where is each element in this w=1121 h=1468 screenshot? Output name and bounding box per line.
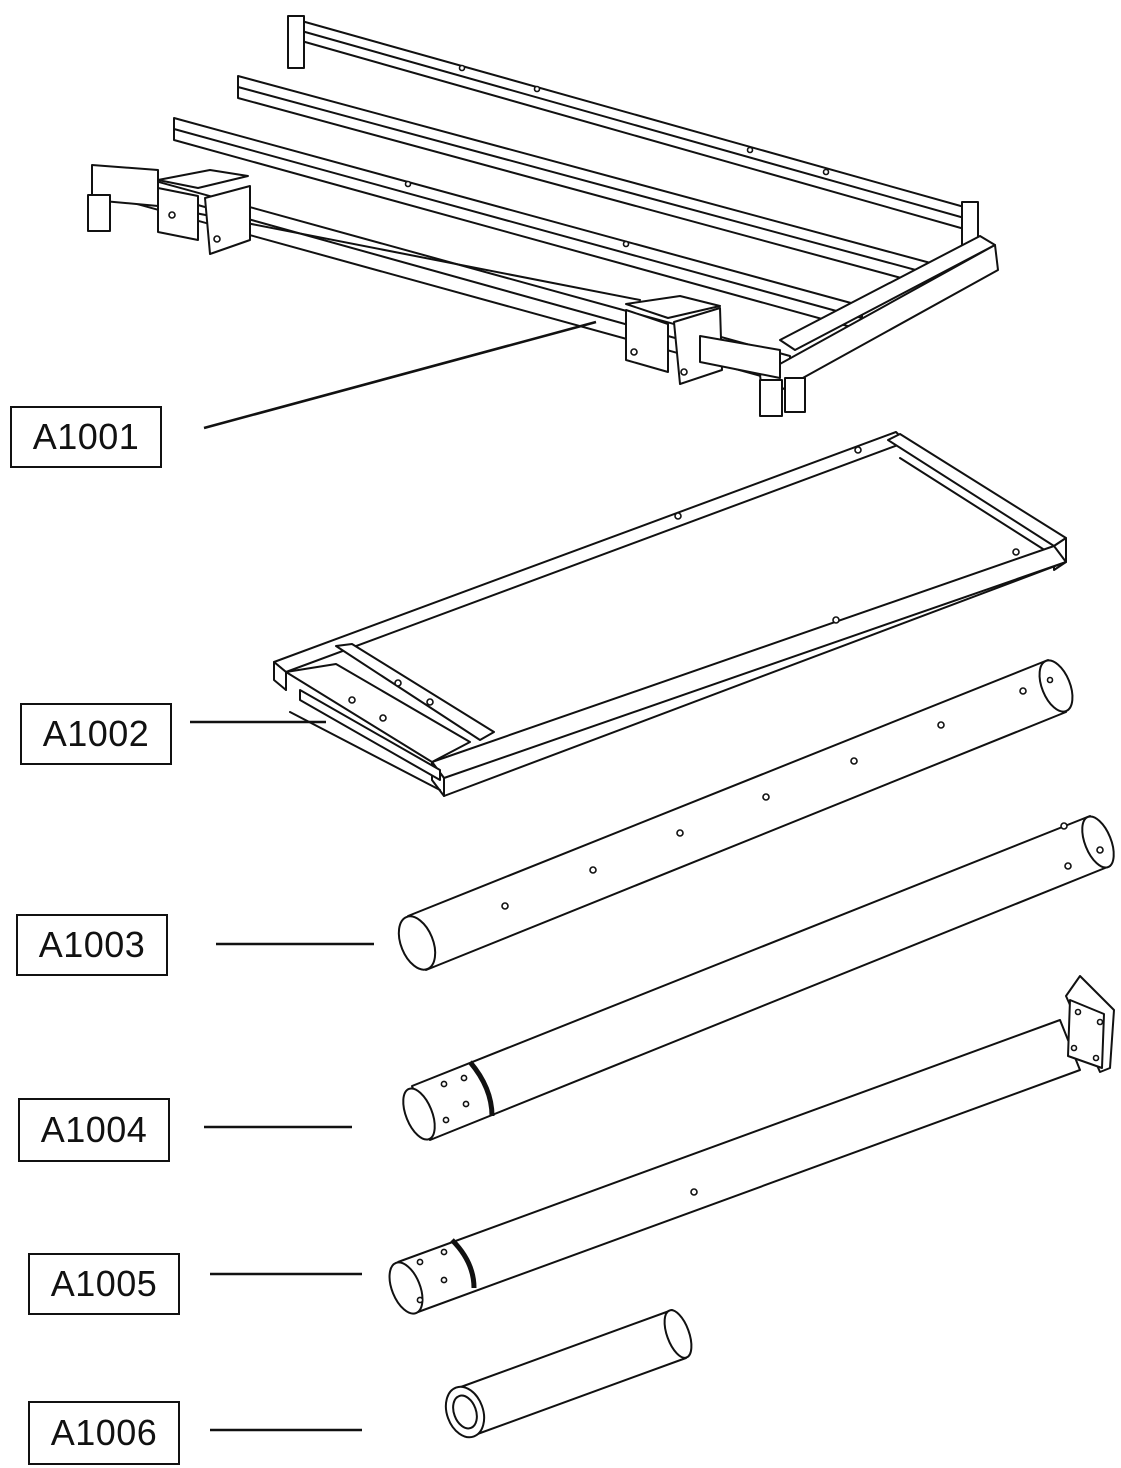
tube-a1006-drawing: [444, 1309, 693, 1439]
part-label-a1001: A1001: [10, 406, 162, 468]
part-label-a1006: A1006: [28, 1401, 180, 1465]
frame-a1002-drawing: [273, 431, 1067, 797]
tube-a1005-drawing: [388, 975, 1115, 1315]
part-label-a1004: A1004: [18, 1098, 170, 1162]
part-label-a1002: A1002: [20, 703, 172, 765]
part-label-a1005: A1005: [28, 1253, 180, 1315]
tube-a1003-drawing: [397, 659, 1074, 971]
part-label-a1003: A1003: [16, 914, 168, 976]
frame-a1001-drawing: [87, 15, 999, 417]
leader-line-a1001: [203, 320, 597, 430]
tube-a1004-drawing: [402, 815, 1115, 1141]
